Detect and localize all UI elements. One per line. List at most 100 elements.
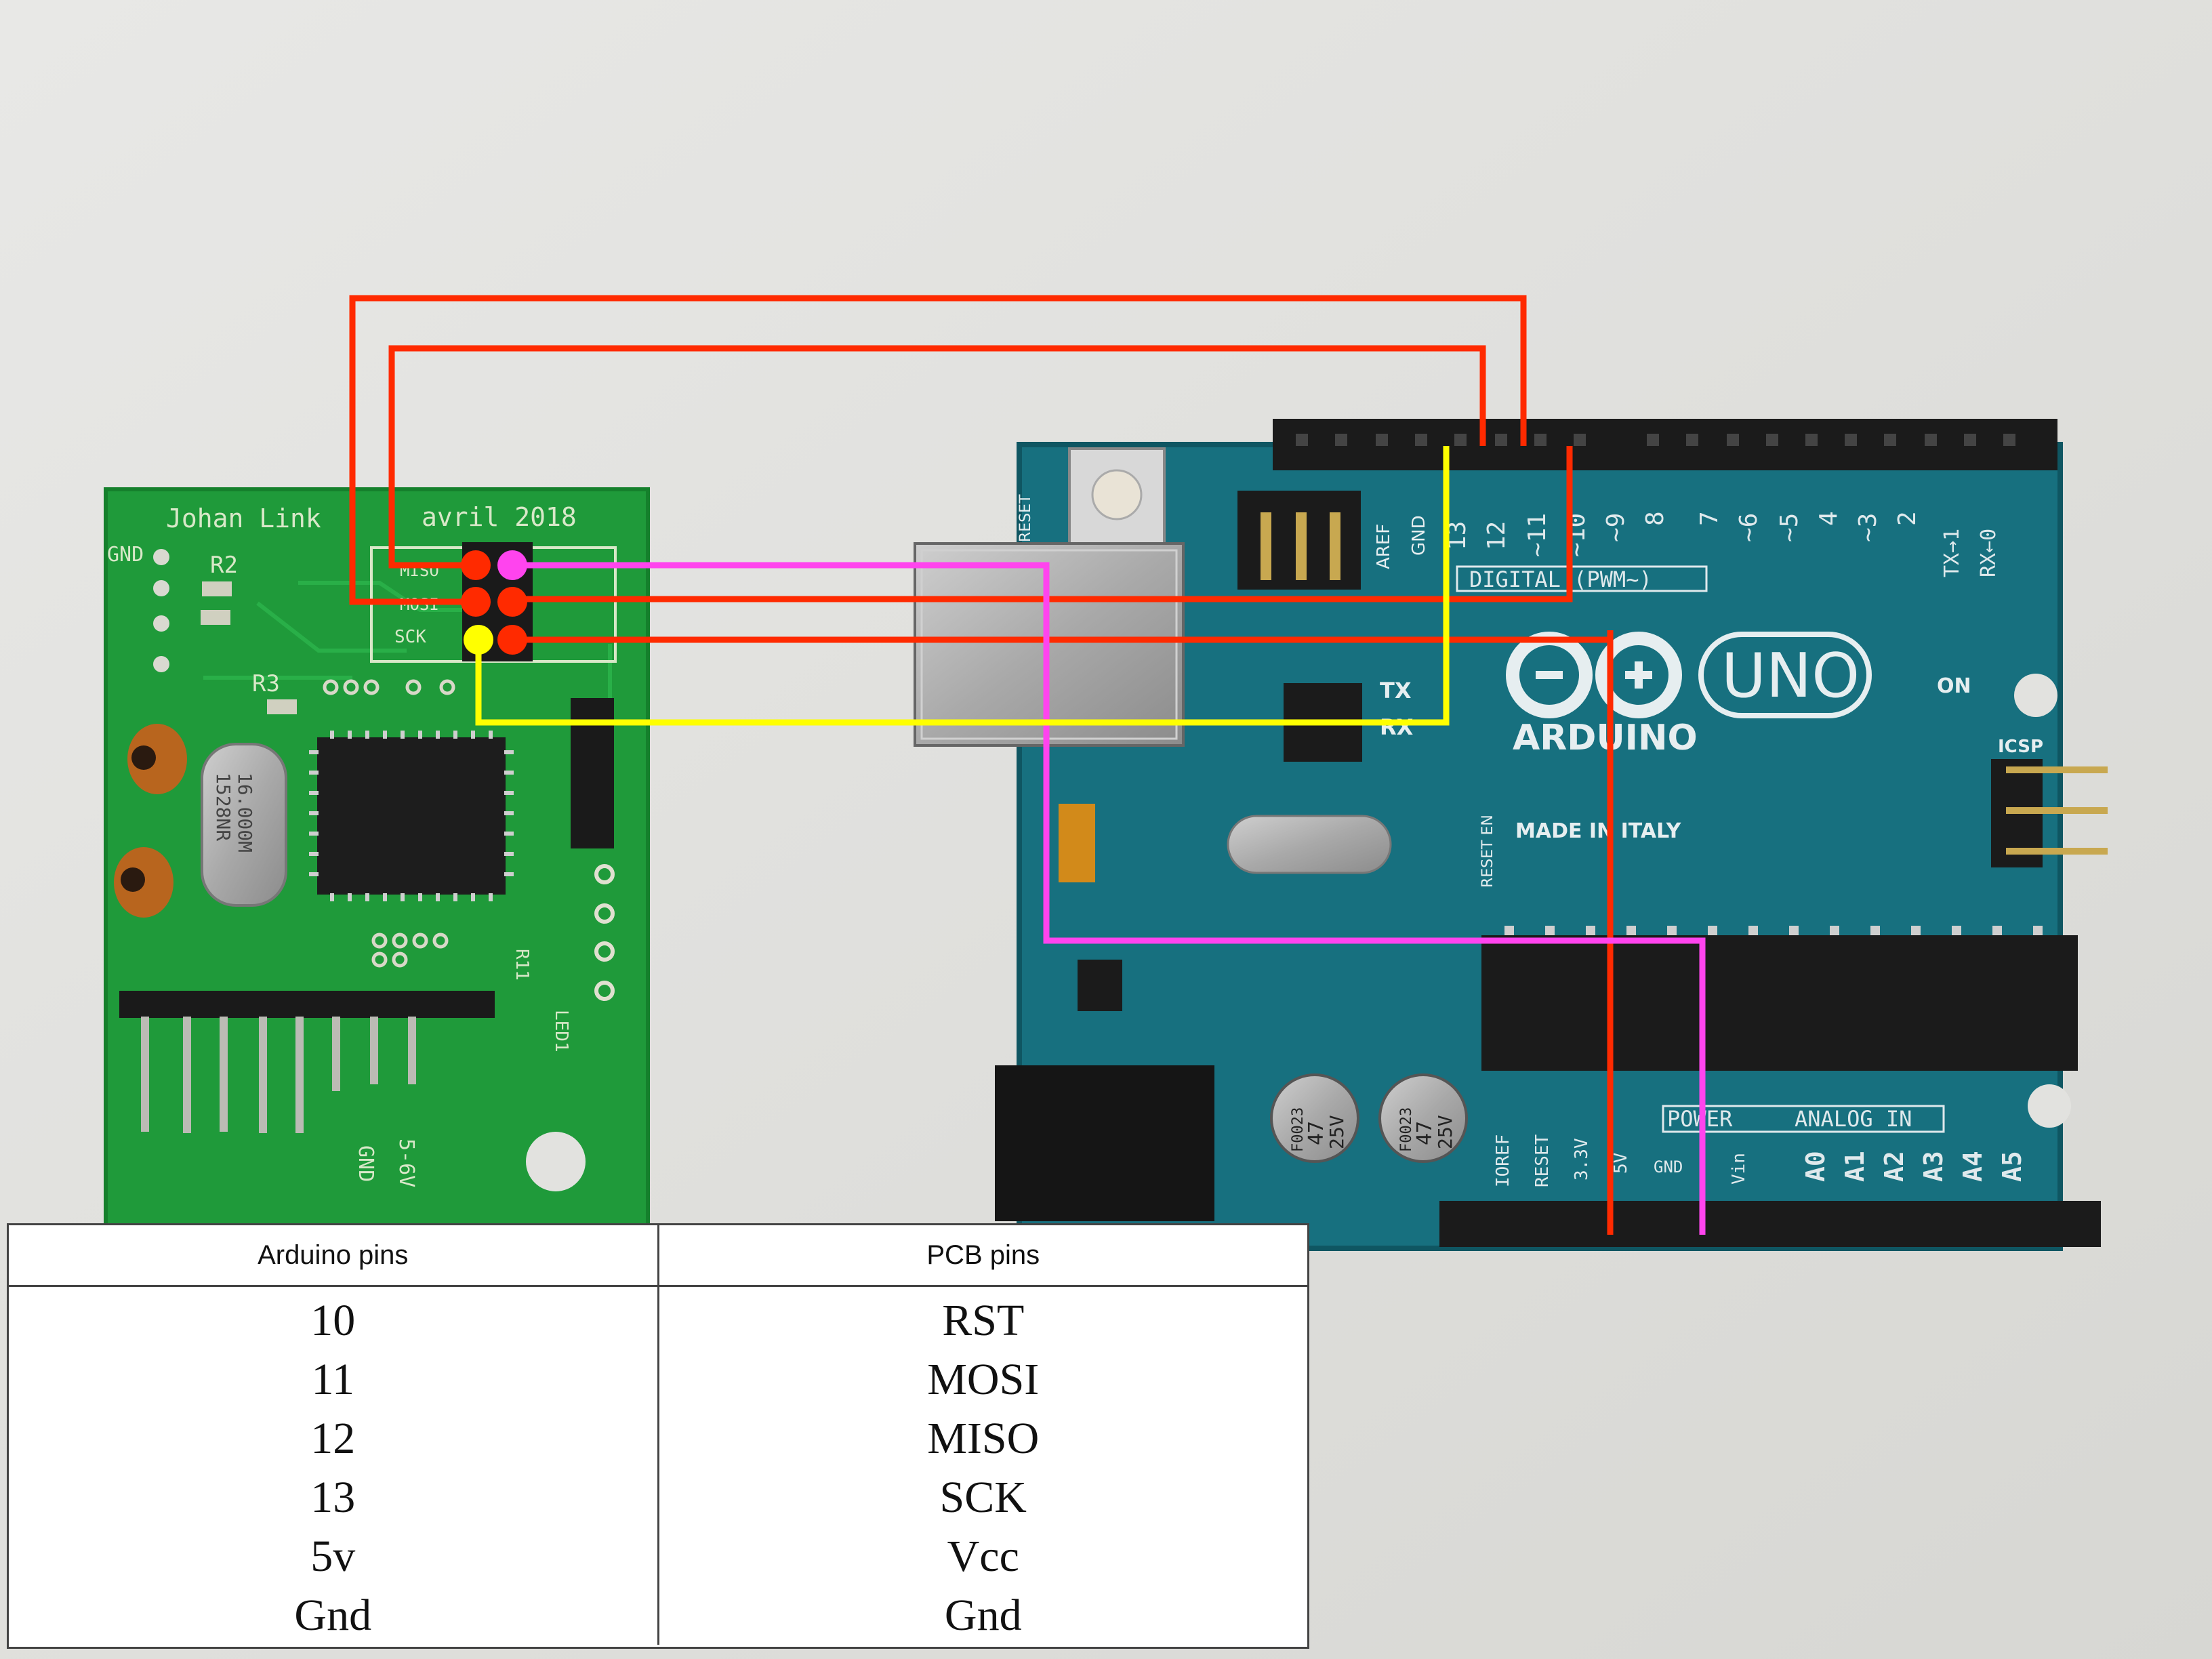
crystal-text-line2: 1528NR xyxy=(212,773,234,841)
wire-yellow-5v xyxy=(475,446,1450,726)
rx-arrow-label: RX←0 xyxy=(1977,529,2001,577)
pcb-pin-cell: Vcc xyxy=(947,1532,1019,1581)
arduino-uno-board: RESET AREF GND 13 12 ~11 ~10 ~9 8 7 ~6 ~… xyxy=(914,419,2108,1251)
uno-model-label: UNO xyxy=(1721,640,1860,712)
pin-label: 7 xyxy=(1696,511,1723,526)
aref-label: AREF xyxy=(1374,524,1394,569)
pin-table-grid: Arduino pins PCB pins 10 RST 11 MOSI 12 … xyxy=(9,1225,1307,1645)
pin-label: ~11 xyxy=(1523,513,1551,557)
table-row: 5v Vcc xyxy=(9,1527,1307,1586)
pcb-pin-cell: MISO xyxy=(927,1414,1040,1463)
table-row: 13 SCK xyxy=(9,1468,1307,1527)
pin-label: A1 xyxy=(1840,1151,1870,1182)
cap-text: 25V xyxy=(1434,1115,1456,1149)
made-in-italy: MADE IN ITALY xyxy=(1515,819,1682,843)
dc-jack xyxy=(995,1065,1214,1221)
arduino-pin-cell: 11 xyxy=(9,1350,659,1409)
crystal-text-line1: 16.000M xyxy=(234,773,256,853)
pcb-gnd-bottom: GND xyxy=(354,1145,377,1182)
resistor-r2 xyxy=(202,581,232,596)
rx-led-label: RX xyxy=(1380,714,1414,740)
cap-text: 47 xyxy=(1305,1121,1328,1145)
power-pin-labels: IOREF RESET 3.3V 5V GND Vin xyxy=(1493,1134,1749,1187)
wire-red-pin10-rst xyxy=(511,446,1573,602)
pcb-r3-label: R3 xyxy=(252,670,280,697)
pin-label: A5 xyxy=(1997,1151,2027,1182)
wires xyxy=(349,295,1706,1235)
pin-label: 3.3V xyxy=(1572,1138,1592,1181)
endpoint-red xyxy=(497,625,527,655)
pin-label: 4 xyxy=(1815,511,1843,526)
resistor xyxy=(201,610,230,625)
wire-red-pin12-miso xyxy=(388,345,1486,569)
wire-endpoints xyxy=(461,550,527,655)
crystal-16mhz xyxy=(201,743,287,907)
analog-in-label: ANALOG IN xyxy=(1795,1106,1912,1132)
table-row: 12 MISO xyxy=(9,1409,1307,1468)
reset-en-label: RESET EN xyxy=(1479,815,1496,888)
pcb-author: Johan Link xyxy=(166,504,321,533)
electrolytic-capacitors: F0023 47 25V F0023 47 25V xyxy=(1270,1073,1468,1163)
digital-header xyxy=(1273,419,2057,470)
capacitor xyxy=(127,724,187,794)
pin-label: GND xyxy=(1654,1158,1683,1176)
arduino-pin-cell: 13 xyxy=(9,1468,659,1527)
pcb-gnd-label: GND xyxy=(107,543,144,567)
pin-label: A0 xyxy=(1801,1151,1830,1182)
wire-red-pin11-mosi xyxy=(349,295,1527,605)
pin-label: 12 xyxy=(1483,521,1511,550)
uno-crystal xyxy=(1227,815,1392,874)
pcb-bottom-header xyxy=(119,991,495,1018)
endpoint-red xyxy=(497,587,527,617)
arduino-pin-cell: 5v xyxy=(9,1527,659,1586)
pcb-r11-label: R11 xyxy=(512,949,532,981)
cap-text: F0023 xyxy=(1398,1107,1415,1152)
atmega328-dip xyxy=(1481,935,2078,1071)
pcb-led1-label: LED1 xyxy=(551,1010,571,1052)
endpoint-yellow xyxy=(464,625,493,655)
pin-label: 8 xyxy=(1641,511,1669,526)
cap-text: F0023 xyxy=(1290,1107,1307,1152)
power-analog-header xyxy=(1439,1201,2101,1247)
endpoint-red xyxy=(461,550,491,580)
endpoint-red xyxy=(461,587,491,617)
reset-label: RESET xyxy=(1017,494,1034,542)
atmega-chip xyxy=(317,737,506,895)
pcb-pin-cell: RST xyxy=(942,1296,1025,1345)
mounting-hole xyxy=(2028,1084,2071,1128)
column-header-pcb: PCB pins xyxy=(658,1225,1307,1287)
pin-label: A4 xyxy=(1958,1151,1988,1182)
pcb-pin-cell: SCK xyxy=(939,1473,1027,1522)
wire-magenta-gnd xyxy=(514,562,1706,1235)
table-row: Gnd Gnd xyxy=(9,1586,1307,1645)
digital-label: DIGITAL (PWM~) xyxy=(1469,567,1652,592)
pin-label: 2 xyxy=(1893,511,1921,526)
pin-label: ~6 xyxy=(1735,513,1763,542)
cap-text: 25V xyxy=(1326,1115,1348,1149)
tx-arrow-label: TX→1 xyxy=(1940,529,1964,577)
table-row: 11 MOSI xyxy=(9,1350,1307,1409)
arduino-pin-cell: 10 xyxy=(9,1286,659,1350)
wire-red-pin13-sck xyxy=(511,630,1614,1235)
pin-label: ~5 xyxy=(1776,513,1803,542)
pin-label: IOREF xyxy=(1493,1134,1513,1187)
pcb-5-6v: 5-6V xyxy=(394,1139,418,1187)
pcb-pin-cell: MOSI xyxy=(927,1355,1040,1404)
on-led-label: ON xyxy=(1937,674,1971,698)
pin-label: 5V xyxy=(1611,1153,1631,1174)
pcb-r2-label: R2 xyxy=(210,552,238,579)
table-row: 10 RST xyxy=(9,1286,1307,1350)
pcb-mounting-hole xyxy=(526,1132,586,1191)
gnd-top-label: GND xyxy=(1409,515,1429,556)
digital-pin-labels: 13 12 ~11 ~10 ~9 8 7 ~6 ~5 4 ~3 2 TX→1 R… xyxy=(1443,511,2001,577)
arduino-pin-cell: Gnd xyxy=(9,1586,659,1645)
column-header-arduino: Arduino pins xyxy=(9,1225,659,1287)
pin-label: A3 xyxy=(1919,1151,1948,1182)
pin-label: ~9 xyxy=(1602,513,1630,542)
polyfuse xyxy=(1059,804,1095,882)
pin-label: Vin xyxy=(1729,1153,1749,1185)
tx-led-label: TX xyxy=(1380,678,1412,703)
resistor-r3 xyxy=(267,699,297,714)
pin-label: RESET xyxy=(1532,1134,1553,1187)
arduino-brand: ARDUINO xyxy=(1513,718,1698,758)
